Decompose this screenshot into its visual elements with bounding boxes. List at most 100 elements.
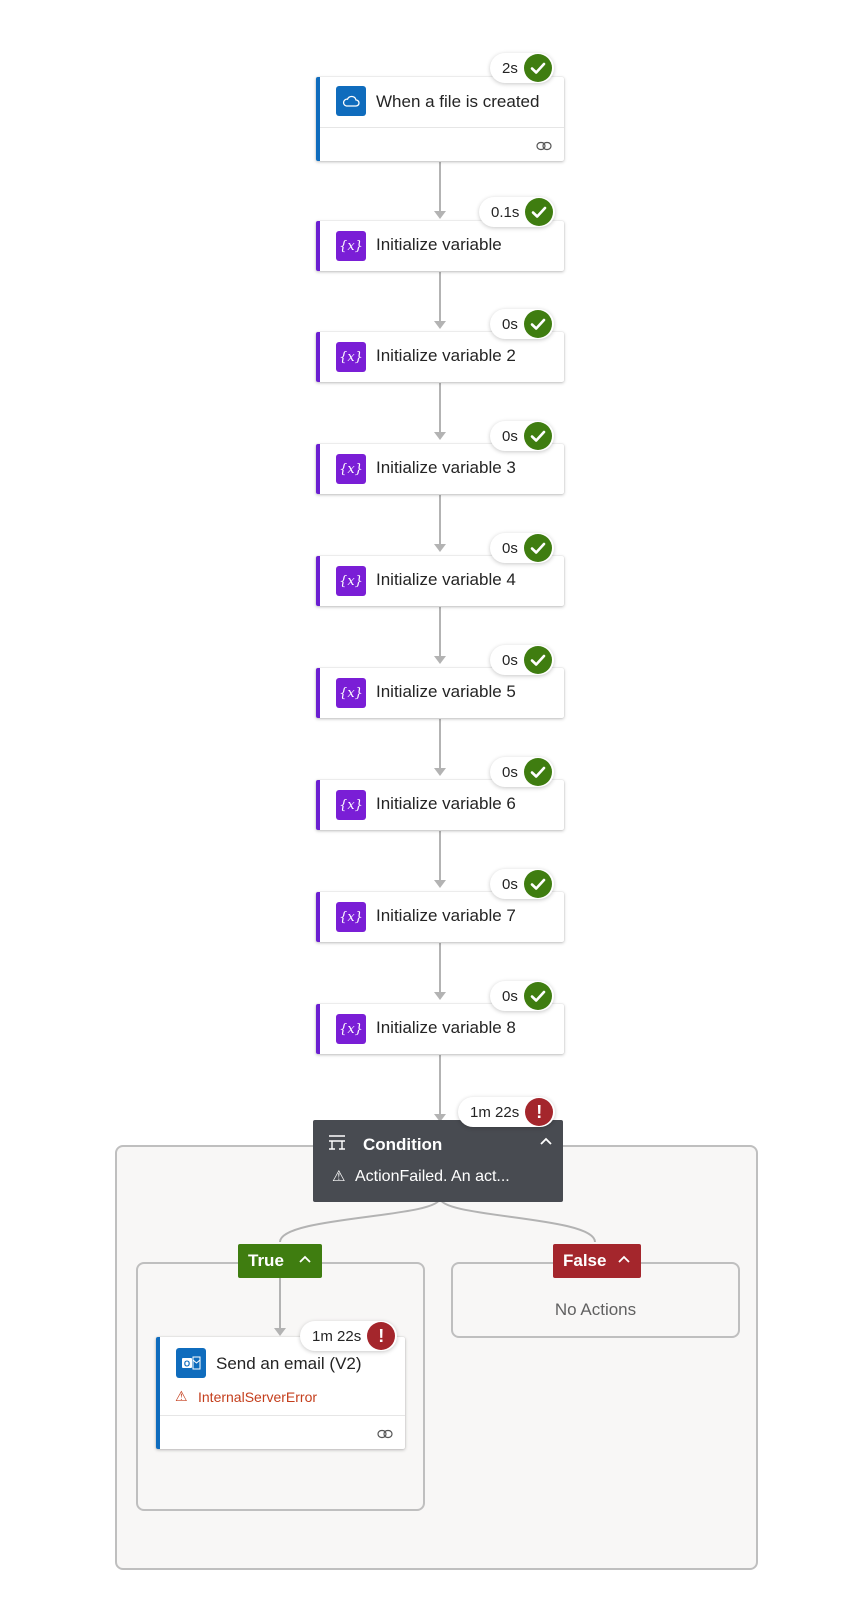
connector-line xyxy=(439,943,441,993)
true-branch-button[interactable]: True xyxy=(238,1244,322,1278)
action-title: Initialize variable 6 xyxy=(376,794,516,813)
initialize-variable-8-card[interactable]: {x} Initialize variable 8 xyxy=(316,1004,564,1054)
action-title: Initialize variable 4 xyxy=(376,570,516,589)
connector-line xyxy=(439,1055,441,1115)
success-check-icon xyxy=(523,54,552,82)
outlook-icon: O xyxy=(176,1348,206,1378)
duration-text: 1m 22s xyxy=(312,1327,362,1345)
duration-badge: 0s xyxy=(490,309,554,339)
send-email-error-text: InternalServerError xyxy=(198,1389,318,1405)
condition-error-text: ActionFailed. An act... xyxy=(355,1168,510,1185)
success-check-icon xyxy=(523,422,552,450)
variable-icon: {x} xyxy=(336,1014,366,1044)
warning-icon: ⚠ xyxy=(175,1388,188,1404)
variable-icon: {x} xyxy=(336,454,366,484)
action-title: Initialize variable 7 xyxy=(376,906,516,925)
duration-text: 0s xyxy=(502,315,518,333)
connector-arrow xyxy=(434,432,446,440)
connector-line xyxy=(279,1278,281,1328)
duration-text: 1m 22s xyxy=(470,1103,520,1121)
card-accent xyxy=(316,77,320,161)
collapse-chevron-icon[interactable] xyxy=(539,1136,553,1146)
condition-card[interactable]: Condition ⚠ ActionFailed. An act... xyxy=(313,1120,563,1202)
duration-badge: 0s xyxy=(490,645,554,675)
false-branch-button[interactable]: False xyxy=(553,1244,641,1278)
connector-arrow xyxy=(434,992,446,1000)
error-exclamation-icon: ! xyxy=(367,1322,396,1350)
connector-arrow xyxy=(434,768,446,776)
initialize-variable-3-card[interactable]: {x} Initialize variable 3 xyxy=(316,444,564,494)
svg-text:O: O xyxy=(184,1360,190,1369)
variable-icon: {x} xyxy=(336,231,366,261)
connector-line xyxy=(439,607,441,657)
duration-text: 0s xyxy=(502,875,518,893)
connector-arrow xyxy=(434,544,446,552)
variable-icon: {x} xyxy=(336,342,366,372)
warning-icon: ⚠ xyxy=(332,1168,346,1185)
duration-badge: 0s xyxy=(490,757,554,787)
duration-text: 0.1s xyxy=(491,203,520,221)
success-check-icon xyxy=(523,534,552,562)
connector-arrow xyxy=(274,1328,286,1336)
success-check-icon xyxy=(523,758,552,786)
variable-icon: {x} xyxy=(336,566,366,596)
duration-text: 0s xyxy=(502,763,518,781)
success-check-icon xyxy=(523,870,552,898)
success-check-icon xyxy=(525,198,554,226)
onedrive-cloud-icon xyxy=(336,86,366,116)
duration-text: 0s xyxy=(502,539,518,557)
action-title: Initialize variable 5 xyxy=(376,682,516,701)
card-accent xyxy=(316,221,320,271)
card-accent xyxy=(156,1337,160,1449)
trigger-title: When a file is created xyxy=(376,92,540,111)
card-accent xyxy=(316,892,320,942)
connector-arrow xyxy=(434,656,446,664)
card-divider xyxy=(160,1415,405,1416)
initialize-variable-card[interactable]: {x} Initialize variable xyxy=(316,221,564,271)
initialize-variable-2-card[interactable]: {x} Initialize variable 2 xyxy=(316,332,564,382)
connector-line xyxy=(439,272,441,322)
trigger-duration-badge: 2s xyxy=(490,53,554,83)
duration-badge: 0s xyxy=(490,421,554,451)
card-accent xyxy=(316,556,320,606)
false-branch-label: False xyxy=(563,1251,607,1270)
action-title: Initialize variable xyxy=(376,235,502,254)
duration-badge: 0s xyxy=(490,869,554,899)
connector-arrow xyxy=(434,880,446,888)
trigger-card[interactable]: When a file is created xyxy=(316,77,564,161)
duration-text: 0s xyxy=(502,427,518,445)
duration-badge: 0s xyxy=(490,981,554,1011)
success-check-icon xyxy=(523,982,552,1010)
initialize-variable-5-card[interactable]: {x} Initialize variable 5 xyxy=(316,668,564,718)
no-actions-text: No Actions xyxy=(554,1300,637,1319)
initialize-variable-7-card[interactable]: {x} Initialize variable 7 xyxy=(316,892,564,942)
condition-title: Condition xyxy=(363,1135,443,1154)
send-email-card[interactable]: O Send an email (V2) ⚠ InternalServerErr… xyxy=(156,1337,405,1449)
duration-text: 0s xyxy=(502,987,518,1005)
initialize-variable-6-card[interactable]: {x} Initialize variable 6 xyxy=(316,780,564,830)
condition-icon xyxy=(329,1135,345,1150)
card-divider xyxy=(320,127,564,128)
card-accent xyxy=(316,1004,320,1054)
collapse-chevron-icon xyxy=(617,1254,631,1264)
success-check-icon xyxy=(523,646,552,674)
initialize-variable-4-card[interactable]: {x} Initialize variable 4 xyxy=(316,556,564,606)
action-title: Initialize variable 3 xyxy=(376,458,516,477)
card-accent xyxy=(316,780,320,830)
condition-duration-badge: 1m 22s ! xyxy=(458,1097,556,1127)
link-icon[interactable] xyxy=(536,141,552,151)
card-accent xyxy=(316,668,320,718)
connector-line xyxy=(439,162,441,212)
duration-text: 0s xyxy=(502,651,518,669)
link-icon[interactable] xyxy=(377,1429,393,1439)
connector-line xyxy=(439,719,441,769)
connector-arrow xyxy=(434,211,446,219)
connector-line xyxy=(439,831,441,881)
duration-badge: 0.1s xyxy=(479,197,556,227)
connector-arrow xyxy=(434,321,446,329)
collapse-chevron-icon xyxy=(298,1254,312,1264)
branch-connectors xyxy=(279,1198,596,1243)
duration-badge: 0s xyxy=(490,533,554,563)
variable-icon: {x} xyxy=(336,678,366,708)
true-branch-label: True xyxy=(248,1251,284,1270)
